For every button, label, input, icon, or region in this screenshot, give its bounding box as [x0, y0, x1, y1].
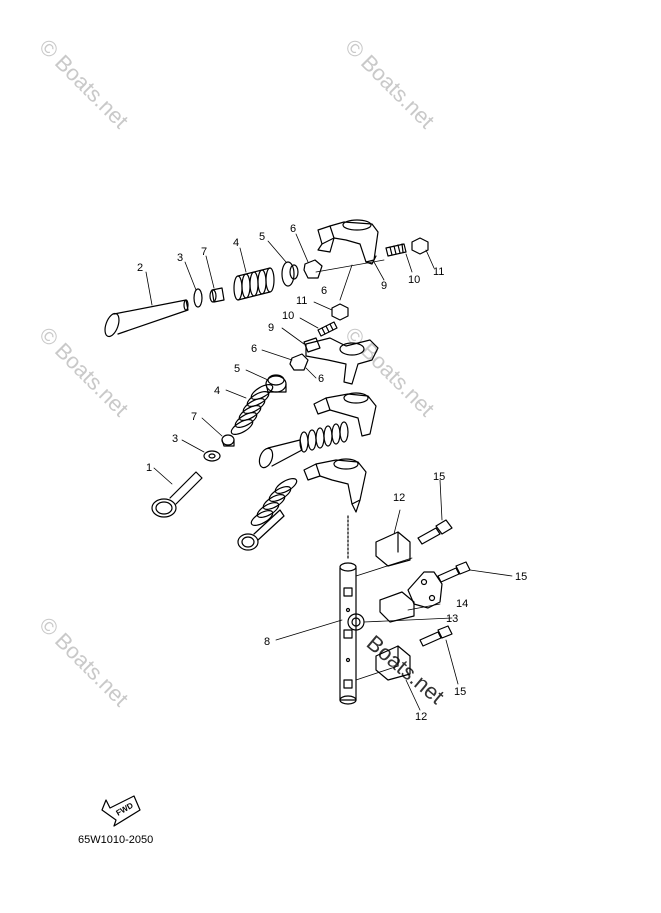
seal-upper — [193, 288, 203, 308]
cap-upper — [303, 259, 323, 279]
callout-3: 3 — [177, 252, 183, 264]
callout-12: 12 — [415, 711, 427, 723]
spring-middle — [230, 384, 274, 435]
leader-lines-middle — [153, 301, 333, 485]
nut-middle — [331, 303, 349, 321]
plate-13 — [379, 591, 415, 623]
valve-intake — [151, 471, 203, 518]
callouts: 2 3 7 4 5 6 6 9 10 11 11 10 9 6 6 5 4 7 … — [137, 223, 527, 723]
bolt-15-bottom — [419, 625, 453, 647]
callout-6: 6 — [318, 373, 324, 385]
callout-7: 7 — [201, 246, 207, 258]
callout-4: 4 — [214, 385, 220, 397]
diagram-code: 65W1010-2050 — [78, 834, 154, 846]
cap-middle — [289, 353, 309, 371]
bolt-15-middle — [437, 561, 471, 583]
spring-lower-1 — [299, 421, 349, 453]
retainer-upper — [281, 261, 299, 287]
adjusting-screw-middle — [317, 321, 338, 337]
callout-4: 4 — [233, 237, 239, 249]
callout-14: 14 — [456, 598, 468, 610]
valve-guide-upper — [209, 287, 225, 303]
callout-9: 9 — [381, 280, 387, 292]
callout-5: 5 — [234, 363, 240, 375]
callout-7: 7 — [191, 411, 197, 423]
callout-5: 5 — [259, 231, 265, 243]
retainer-middle — [265, 374, 287, 393]
bracket-upper — [375, 531, 411, 567]
callout-1: 1 — [146, 462, 152, 474]
leader-lines-upper — [145, 233, 435, 306]
callout-12: 12 — [393, 492, 405, 504]
leader-lines-lower — [275, 479, 513, 711]
callout-8: 8 — [264, 636, 270, 648]
callout-2: 2 — [137, 262, 143, 274]
callout-6: 6 — [290, 223, 296, 235]
bracket-lower — [375, 645, 411, 681]
callout-10: 10 — [282, 310, 294, 322]
rocker-arm-lower-1 — [313, 392, 377, 437]
fwd-arrow-icon — [101, 795, 141, 827]
callout-15: 15 — [454, 686, 466, 698]
rocker-arm-middle — [303, 337, 379, 385]
adjusting-screw-upper — [385, 243, 407, 257]
plate-14 — [407, 571, 443, 609]
valve-lower-1 — [258, 439, 303, 469]
rocker-shaft — [339, 515, 357, 705]
callout-3: 3 — [172, 433, 178, 445]
rocker-arm-lower-2 — [303, 458, 367, 513]
callout-11: 11 — [433, 266, 444, 278]
callout-15: 15 — [515, 571, 527, 583]
valve-exhaust — [104, 299, 189, 338]
callout-9: 9 — [268, 322, 274, 334]
callout-10: 10 — [408, 274, 420, 286]
valve-guide-middle — [221, 434, 235, 447]
seal-middle — [203, 450, 221, 462]
bolt-15-top — [417, 519, 453, 545]
valve-lower-2 — [237, 509, 285, 551]
callout-6: 6 — [251, 343, 257, 355]
callout-6: 6 — [321, 285, 327, 297]
callout-11: 11 — [296, 295, 307, 307]
callout-15: 15 — [433, 471, 445, 483]
spring-lower-2 — [250, 478, 298, 526]
spring-upper — [233, 267, 275, 301]
nut-upper — [411, 237, 429, 255]
callout-13: 13 — [446, 613, 458, 625]
rocker-arm-upper — [317, 219, 379, 265]
